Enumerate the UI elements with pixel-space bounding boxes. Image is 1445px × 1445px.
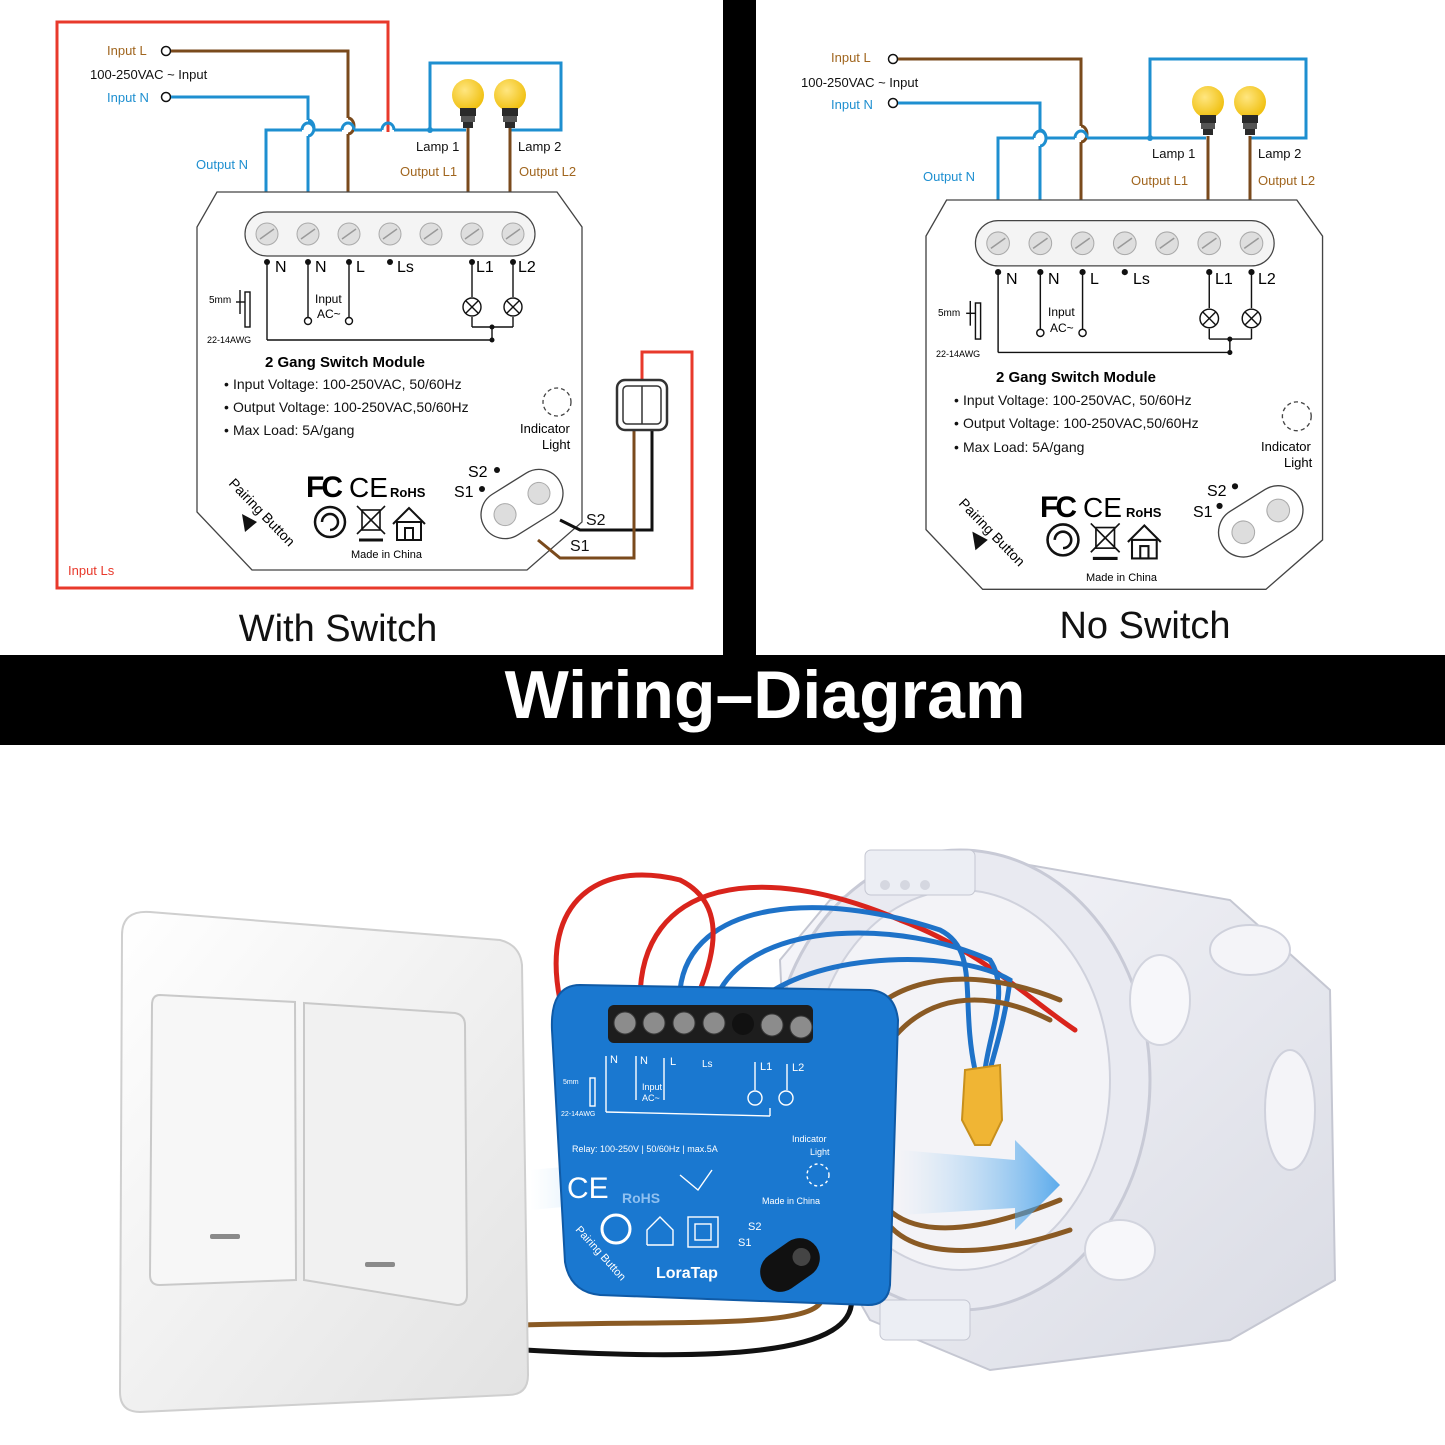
terminal-l: L xyxy=(356,259,365,276)
module-title: 2 Gang Switch Module xyxy=(265,354,425,371)
right-input-l-label: Input L xyxy=(831,50,871,65)
svg-text:•: • xyxy=(954,439,959,455)
r-rohs-mark: RoHS xyxy=(1126,505,1162,520)
left-input-l-label: Input L xyxy=(107,43,147,58)
left-s1-wire-label: S1 xyxy=(570,538,590,555)
r-s2-terminal-label: S2 xyxy=(1207,483,1227,500)
right-input-n-label: Input N xyxy=(831,97,873,112)
left-output-l2-label: Output L2 xyxy=(519,164,576,179)
r-terminal-ls: Ls xyxy=(1133,271,1150,288)
ce-mark: CE xyxy=(349,472,388,503)
photo-terminal-l2: L2 xyxy=(792,1062,804,1074)
spec-input-voltage: Input Voltage: 100-250VAC, 50/60Hz xyxy=(233,376,462,392)
panel-divider xyxy=(723,0,756,655)
wall-switch xyxy=(118,910,530,1414)
right-output-l1-label: Output L1 xyxy=(1131,173,1188,188)
photo-ac-label: AC~ xyxy=(642,1093,660,1103)
right-caption: No Switch xyxy=(1059,605,1230,647)
r-fc-mark: FC xyxy=(1040,491,1076,524)
photo-rohs-mark: RoHS xyxy=(622,1190,660,1206)
r-spec-input-voltage: Input Voltage: 100-250VAC, 50/60Hz xyxy=(963,392,1192,408)
right-output-l2-label: Output L2 xyxy=(1258,173,1315,188)
r-wire-gauge: 22-14AWG xyxy=(936,349,980,359)
r-input-label: Input xyxy=(1048,305,1075,319)
rohs-mark: RoHS xyxy=(390,485,426,500)
left-input-ls-label: Input Ls xyxy=(68,563,115,578)
r-terminal-n1: N xyxy=(1006,271,1018,288)
r-module-title: 2 Gang Switch Module xyxy=(996,369,1156,386)
left-s2-wire-label: S2 xyxy=(586,512,606,529)
left-lamp2-label: Lamp 2 xyxy=(518,139,561,154)
left-caption: With Switch xyxy=(239,608,437,650)
right-lamp1-label: Lamp 1 xyxy=(1152,146,1195,161)
right-lamp2-label: Lamp 2 xyxy=(1258,146,1301,161)
r-ce-mark: CE xyxy=(1083,492,1122,523)
installation-photo xyxy=(118,848,1337,1414)
photo-terminal-l: L xyxy=(670,1056,676,1068)
left-output-l1-label: Output L1 xyxy=(400,164,457,179)
r-made-in-label: Made in China xyxy=(1086,572,1158,584)
spec-output-voltage: Output Voltage: 100-250VAC,50/60Hz xyxy=(233,399,469,415)
terminal-n2: N xyxy=(315,259,327,276)
photo-terminal-ls: Ls xyxy=(702,1059,713,1070)
photo-indicator-2: Light xyxy=(810,1147,830,1157)
left-diagram xyxy=(55,20,694,590)
ac-label: AC~ xyxy=(317,307,341,321)
title-banner xyxy=(0,655,1445,745)
photo-terminal-n1: N xyxy=(610,1054,618,1066)
r-indicator-label-1: Indicator xyxy=(1261,439,1312,454)
fc-mark: FC xyxy=(306,471,342,504)
svg-text:•: • xyxy=(224,422,229,438)
r-indicator-label-2: Light xyxy=(1284,455,1313,470)
photo-s2: S2 xyxy=(748,1221,761,1233)
indicator-label-1: Indicator xyxy=(520,421,571,436)
photo-s1: S1 xyxy=(738,1237,751,1249)
right-diagram xyxy=(887,53,1325,591)
spec-max-load: Max Load: 5A/gang xyxy=(233,422,354,438)
photo-terminal-n2: N xyxy=(640,1055,648,1067)
photo-made-in: Made in China xyxy=(762,1196,820,1206)
r-spec-max-load: Max Load: 5A/gang xyxy=(963,439,1084,455)
r-s1-terminal-label: S1 xyxy=(1193,504,1213,521)
svg-text:•: • xyxy=(224,376,229,392)
left-output-n-label: Output N xyxy=(196,157,248,172)
svg-text:•: • xyxy=(224,399,229,415)
svg-text:•: • xyxy=(954,415,959,431)
terminal-l1: L1 xyxy=(476,259,494,276)
strip-length: 5mm xyxy=(209,295,231,306)
indicator-label-2: Light xyxy=(542,437,571,452)
r-terminal-n2: N xyxy=(1048,271,1060,288)
s2-terminal-label: S2 xyxy=(468,464,488,481)
loratap-module xyxy=(550,983,900,1307)
r-terminal-l: L xyxy=(1090,271,1099,288)
photo-relay-spec: Relay: 100-250V | 50/60Hz | max.5A xyxy=(572,1144,718,1154)
r-spec-output-voltage: Output Voltage: 100-250VAC,50/60Hz xyxy=(963,415,1199,431)
terminal-l2: L2 xyxy=(518,259,536,276)
photo-input-label: Input xyxy=(642,1082,663,1092)
r-terminal-l1: L1 xyxy=(1215,271,1233,288)
wire-gauge: 22-14AWG xyxy=(207,335,251,345)
left-lamp1-label: Lamp 1 xyxy=(416,139,459,154)
photo-terminal-l1: L1 xyxy=(760,1061,772,1073)
right-output-n-label: Output N xyxy=(923,169,975,184)
photo-ce-mark: CE xyxy=(567,1172,609,1205)
left-input-n-label: Input N xyxy=(107,90,149,105)
photo-strip-length: 5mm xyxy=(563,1079,579,1086)
banner-title: Wiring–Diagram xyxy=(505,657,1026,733)
terminal-ls: Ls xyxy=(397,259,414,276)
terminal-n1: N xyxy=(275,259,287,276)
svg-text:•: • xyxy=(954,392,959,408)
made-in-label: Made in China xyxy=(351,549,423,561)
input-label: Input xyxy=(315,292,342,306)
photo-brand: LoraTap xyxy=(656,1265,718,1282)
right-voltage-input-label: 100-250VAC ~ Input xyxy=(801,75,919,90)
left-voltage-input-label: 100-250VAC ~ Input xyxy=(90,67,208,82)
r-ac-label: AC~ xyxy=(1050,321,1074,335)
r-strip-length: 5mm xyxy=(938,308,960,319)
r-terminal-l2: L2 xyxy=(1258,271,1276,288)
photo-wire-gauge: 22-14AWG xyxy=(561,1111,595,1118)
s1-terminal-label: S1 xyxy=(454,484,474,501)
photo-indicator-1: Indicator xyxy=(792,1134,827,1144)
